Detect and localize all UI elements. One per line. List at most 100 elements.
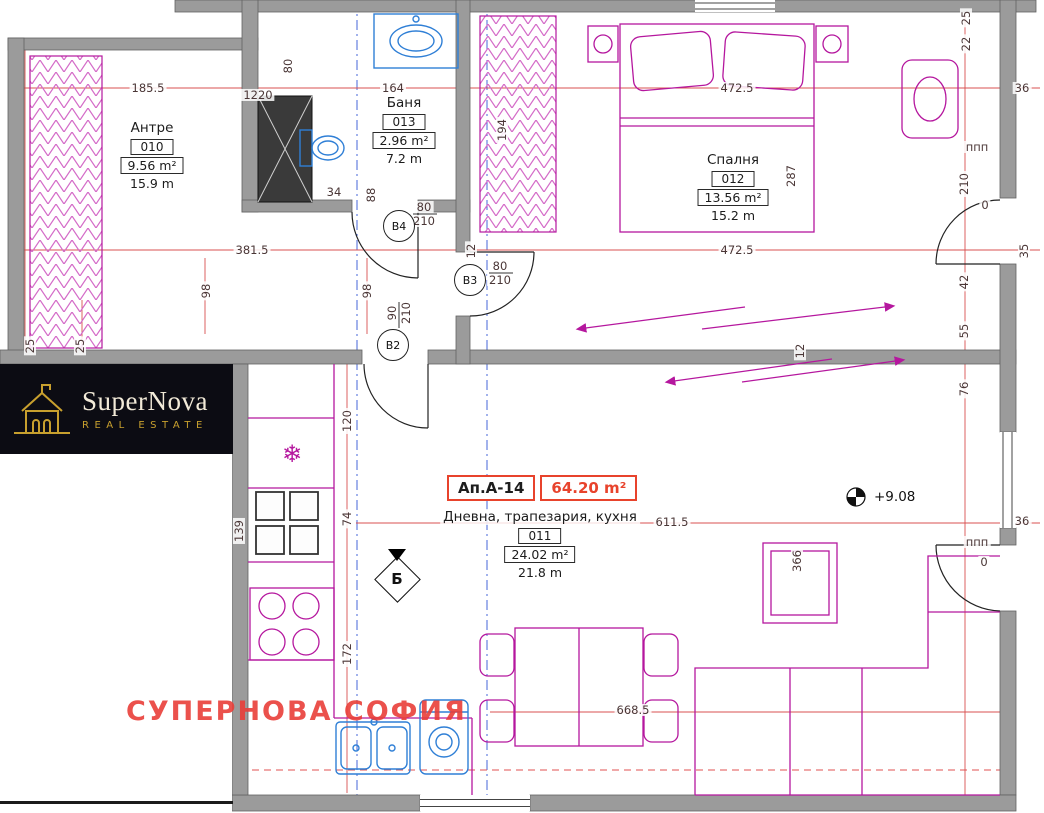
room-area: 9.56 m²	[120, 157, 184, 174]
dimension-label: 34	[324, 184, 344, 199]
room-length: 15.9 m	[126, 176, 178, 191]
door-marker-В4: В4	[383, 210, 415, 242]
fridge-snowflake-icon: ❄	[282, 440, 302, 468]
washbasin	[373, 13, 459, 69]
washing-machine	[419, 699, 469, 775]
dimension-label: 194	[494, 117, 509, 143]
room-label-010: Антре 010 9.56 m² 15.9 m	[120, 120, 184, 191]
dimension-label: 611.5	[653, 514, 691, 529]
dimension-label: 36	[1012, 513, 1032, 528]
sliding-wardrobe-arrows	[575, 302, 906, 386]
section-marker: Б	[374, 549, 421, 603]
room-number: 012	[711, 171, 755, 187]
cover-bottom-line	[0, 801, 233, 804]
dimension-label: 25	[72, 336, 87, 356]
dimension-label: 210	[487, 272, 513, 287]
dimension-label: 90	[384, 303, 399, 323]
dimension-label: 98	[198, 281, 213, 301]
dimension-label: 76	[956, 379, 971, 399]
room-number: 011	[518, 528, 562, 544]
section-marker-triangle	[388, 549, 406, 561]
dimension-label: 74	[339, 509, 354, 529]
elevation-icon	[846, 487, 866, 507]
oven-squares	[255, 491, 319, 555]
door-marker-В2: В2	[377, 329, 409, 361]
room-label-012: Спалня 012 13.56 m² 15.2 m	[697, 152, 769, 223]
section-marker-letter: Б	[391, 570, 403, 588]
door-marker-В3: В3	[454, 264, 486, 296]
dimension-label: 80	[414, 199, 434, 214]
dimension-label: ппп	[963, 139, 991, 154]
windows	[420, 0, 1016, 811]
dimension-label: 668.5	[614, 702, 652, 717]
sofa	[694, 555, 1000, 796]
dimension-label: 35	[1016, 241, 1031, 261]
room-length: 21.8 m	[514, 565, 566, 580]
dining-set	[479, 627, 679, 747]
armchair	[901, 59, 959, 139]
room-number: 013	[382, 114, 426, 130]
wardrobes	[29, 15, 557, 349]
dimension-label: 0	[978, 554, 990, 569]
dimension-label: 88	[363, 185, 378, 205]
dimension-label: 164	[380, 80, 406, 95]
room-area: 13.56 m²	[697, 189, 769, 206]
logo-house-icon	[14, 384, 70, 434]
dimension-label: 55	[956, 321, 971, 341]
room-number: 010	[130, 139, 174, 155]
room-name: Баня	[372, 95, 436, 111]
dimension-label: 472.5	[718, 80, 756, 95]
dimension-label: 287	[783, 163, 798, 189]
logo: SuperNova REAL ESTATE	[0, 364, 233, 454]
dimension-label: 139	[231, 518, 246, 544]
shaft	[257, 95, 313, 203]
apartment-tag: Ап.А-14 64.20 m²	[447, 475, 638, 502]
dimension-label: 472.5	[718, 242, 756, 257]
dimension-label: 12	[463, 241, 478, 261]
apartment-area: 64.20 m²	[540, 475, 638, 502]
dimension-label: 210	[398, 300, 413, 326]
room-length: 7.2 m	[381, 151, 427, 166]
dimension-label: 25	[958, 8, 973, 28]
dimension-label: 185.5	[129, 80, 167, 95]
dimension-label: 366	[789, 548, 804, 574]
room-label-013: Баня 013 2.96 m² 7.2 m	[372, 95, 436, 166]
room-length: 15.2 m	[707, 208, 759, 223]
kitchen-sink	[335, 718, 411, 775]
watermark: СУПЕРНОВА СОФИЯ	[126, 696, 467, 727]
dimension-label: 210	[411, 213, 437, 228]
room-name: Дневна, трапезария, кухня	[440, 509, 640, 525]
room-name: Спалня	[697, 152, 769, 168]
room-area: 2.96 m²	[372, 132, 436, 149]
dimension-label: 42	[956, 272, 971, 292]
dimension-label: 25	[22, 336, 37, 356]
logo-brand: SuperNova	[82, 385, 208, 416]
dimension-label: ппп	[963, 534, 991, 549]
apartment-id: Ап.А-14	[447, 475, 536, 502]
dimension-label: 210	[956, 171, 971, 197]
room-name: Антре	[120, 120, 184, 136]
elevation-value: +9.08	[874, 489, 916, 505]
dimension-label: 172	[339, 641, 354, 667]
toilet	[299, 129, 345, 167]
dimension-label: 120	[339, 408, 354, 434]
dimension-label: 381.5	[233, 242, 271, 257]
blank-cover	[0, 454, 232, 813]
dimension-label: 80	[280, 56, 295, 76]
dimension-label: 36	[1012, 80, 1032, 95]
dimension-label: 12	[792, 341, 807, 361]
dimension-label: 80	[490, 258, 510, 273]
dimension-label: 98	[359, 281, 374, 301]
dimension-label: 0	[979, 197, 991, 212]
dimension-label: 1220	[241, 87, 275, 102]
dimension-label: 22	[958, 34, 973, 54]
elevation-marker: +9.08	[843, 486, 918, 508]
door-size-dividers	[398, 213, 513, 328]
kitchen-counter	[248, 364, 473, 795]
logo-tagline: REAL ESTATE	[82, 419, 208, 431]
bed	[587, 23, 849, 233]
